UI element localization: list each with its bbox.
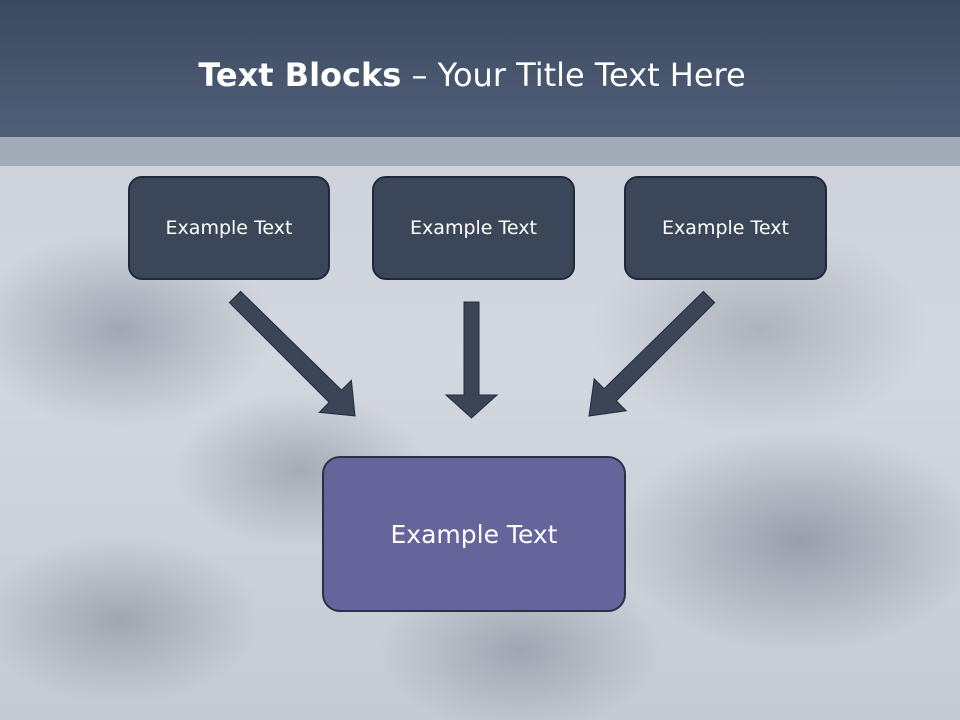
title-bold: Text Blocks bbox=[198, 56, 402, 94]
text-block-1-label: Example Text bbox=[165, 217, 293, 239]
title-band bbox=[0, 137, 960, 166]
arrow-right-diagonal bbox=[588, 290, 716, 417]
arrow-left-diagonal bbox=[228, 290, 356, 417]
text-block-3[interactable]: Example Text bbox=[624, 176, 827, 280]
text-block-result[interactable]: Example Text bbox=[322, 456, 626, 612]
text-block-2[interactable]: Example Text bbox=[372, 176, 575, 280]
title-bar bbox=[0, 0, 960, 137]
arrow-center-down bbox=[444, 301, 499, 419]
text-block-3-label: Example Text bbox=[662, 217, 789, 239]
slide-title: Text Blocks – Your Title Text Here bbox=[0, 52, 944, 98]
title-rest: Your Title Text Here bbox=[437, 56, 746, 94]
title-separator: – bbox=[401, 56, 438, 94]
text-block-2-label: Example Text bbox=[410, 217, 537, 239]
text-block-1[interactable]: Example Text bbox=[128, 176, 330, 280]
text-block-result-label: Example Text bbox=[390, 519, 558, 549]
